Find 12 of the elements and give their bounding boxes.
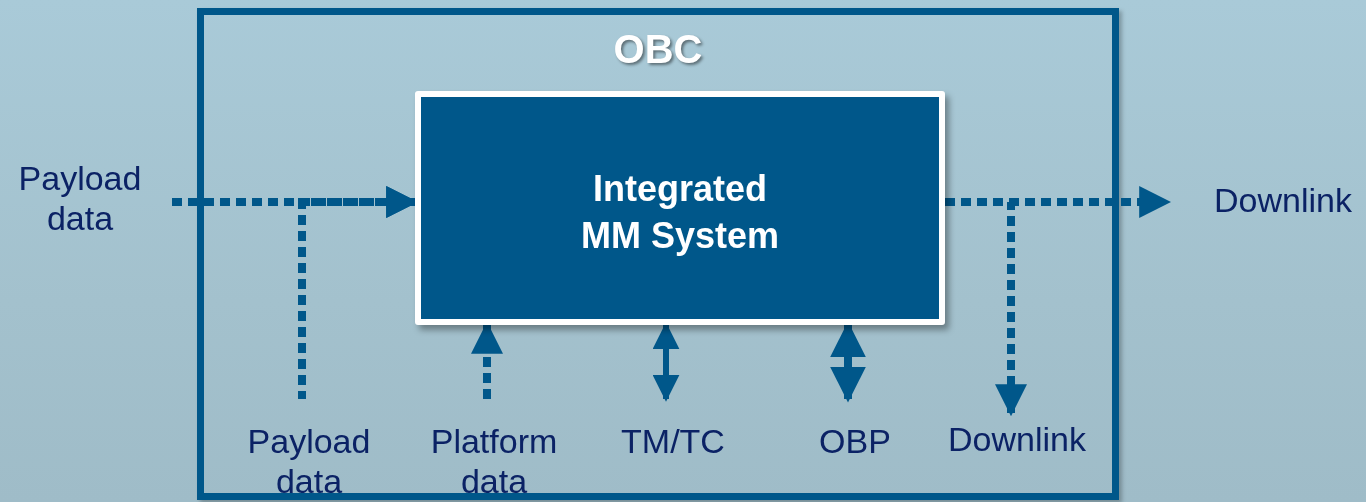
flow-label: Platform data xyxy=(414,399,574,502)
flow-label: Downlink xyxy=(1168,180,1366,224)
flow-label: Downlink xyxy=(932,413,1102,469)
flow-label: Payload data xyxy=(234,399,384,502)
arrow xyxy=(945,198,1027,417)
frame-title: OBC xyxy=(612,26,704,73)
flow-label: OBP xyxy=(805,399,905,459)
box-label: Integrated MM System xyxy=(579,167,781,258)
system-frame xyxy=(197,8,1119,500)
flow-label: Payload data xyxy=(0,158,172,248)
flow-label: TM/TC xyxy=(603,399,743,459)
process-box xyxy=(415,91,945,325)
